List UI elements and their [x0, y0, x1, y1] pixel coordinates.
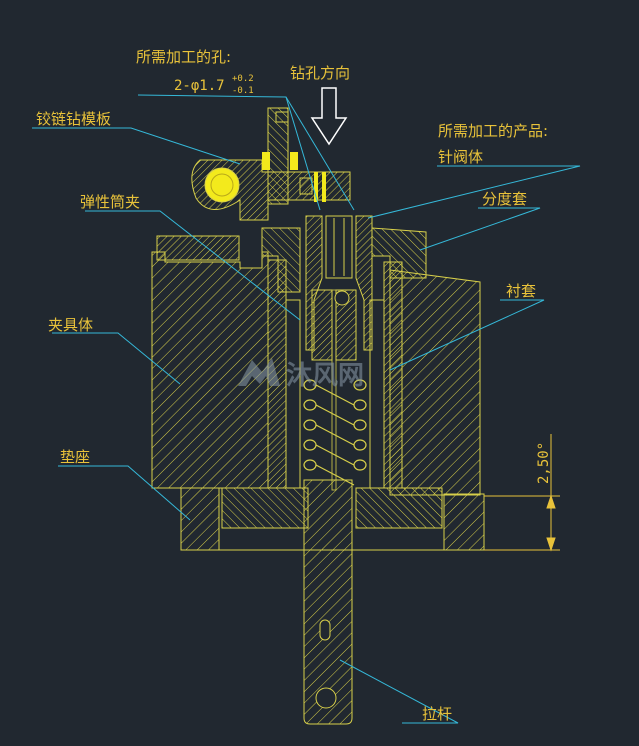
watermark: 沐风网 [238, 358, 364, 391]
hole-spec-label: 2-φ1.7 [174, 78, 225, 94]
down-arrow-icon [310, 87, 348, 146]
pad-seat [180, 487, 485, 551]
index-sleeve-label: 分度套 [482, 190, 527, 208]
hinged-drill-plate [191, 107, 351, 221]
pull-rod [303, 289, 357, 725]
product-label-line2: 针阀体 [438, 148, 483, 166]
watermark-text: 沐风网 [286, 361, 364, 391]
hinged-plate-label: 铰链钻模板 [36, 110, 111, 128]
bushing-label: 衬套 [506, 282, 536, 300]
collet-label: 弹性筒夹 [80, 193, 140, 211]
spring [303, 379, 367, 486]
hole-tol-upper: +0.2 [232, 74, 254, 84]
fixture-body-label: 夹具体 [48, 316, 93, 334]
pull-rod-label: 拉杆 [422, 705, 452, 723]
labels: 所需加工的孔: 2-φ1.7 +0.2 -0.1 钻孔方向 铰链钻模板 所需加工… [36, 48, 552, 723]
collet [305, 215, 373, 351]
drill-direction-label: 钻孔方向 [290, 64, 350, 82]
mf-logo-icon [238, 358, 280, 386]
pad-seat-label: 垫座 [60, 448, 90, 466]
hole-title-label: 所需加工的孔: [136, 48, 231, 66]
leader-lines [32, 94, 581, 724]
hole-tol-lower: -0.1 [232, 86, 254, 96]
dimension-label: 2,50° [536, 442, 552, 484]
product-label-line1: 所需加工的产品: [438, 122, 548, 140]
dimension-2-50 [484, 434, 560, 552]
